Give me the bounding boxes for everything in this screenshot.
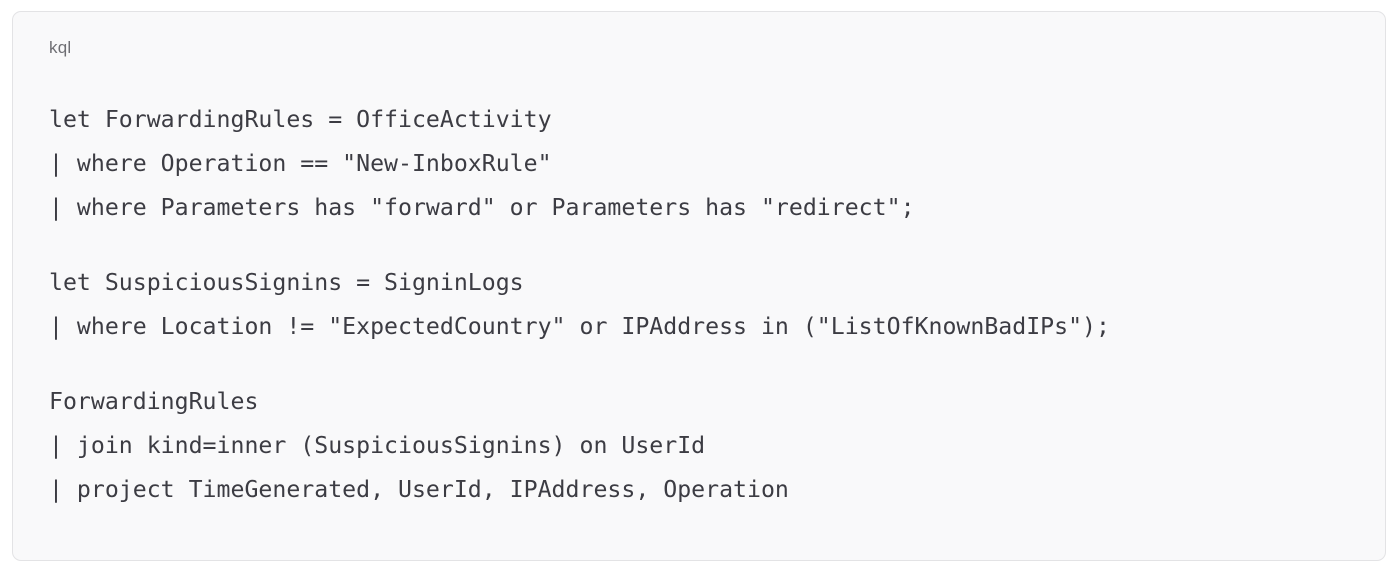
code-content[interactable]: let ForwardingRules = OfficeActivity | wh… <box>37 98 1361 512</box>
code-line: ForwardingRules <box>49 388 259 415</box>
code-line: | project TimeGenerated, UserId, IPAddre… <box>49 476 789 503</box>
code-blank-line <box>49 230 1361 261</box>
code-language-label: kql <box>49 38 72 57</box>
code-line: | where Parameters has "forward" or Para… <box>49 194 915 221</box>
code-line: | where Operation == "New-InboxRule" <box>49 150 552 177</box>
code-blank-line <box>49 349 1361 380</box>
code-line: | join kind=inner (SuspiciousSignins) on… <box>49 432 706 459</box>
code-line: let SuspiciousSignins = SigninLogs <box>49 269 524 296</box>
code-block-card: kql let ForwardingRules = OfficeActivity… <box>12 11 1386 561</box>
code-line: | where Location != "ExpectedCountry" or… <box>49 313 1110 340</box>
code-line: let ForwardingRules = OfficeActivity <box>49 106 552 133</box>
